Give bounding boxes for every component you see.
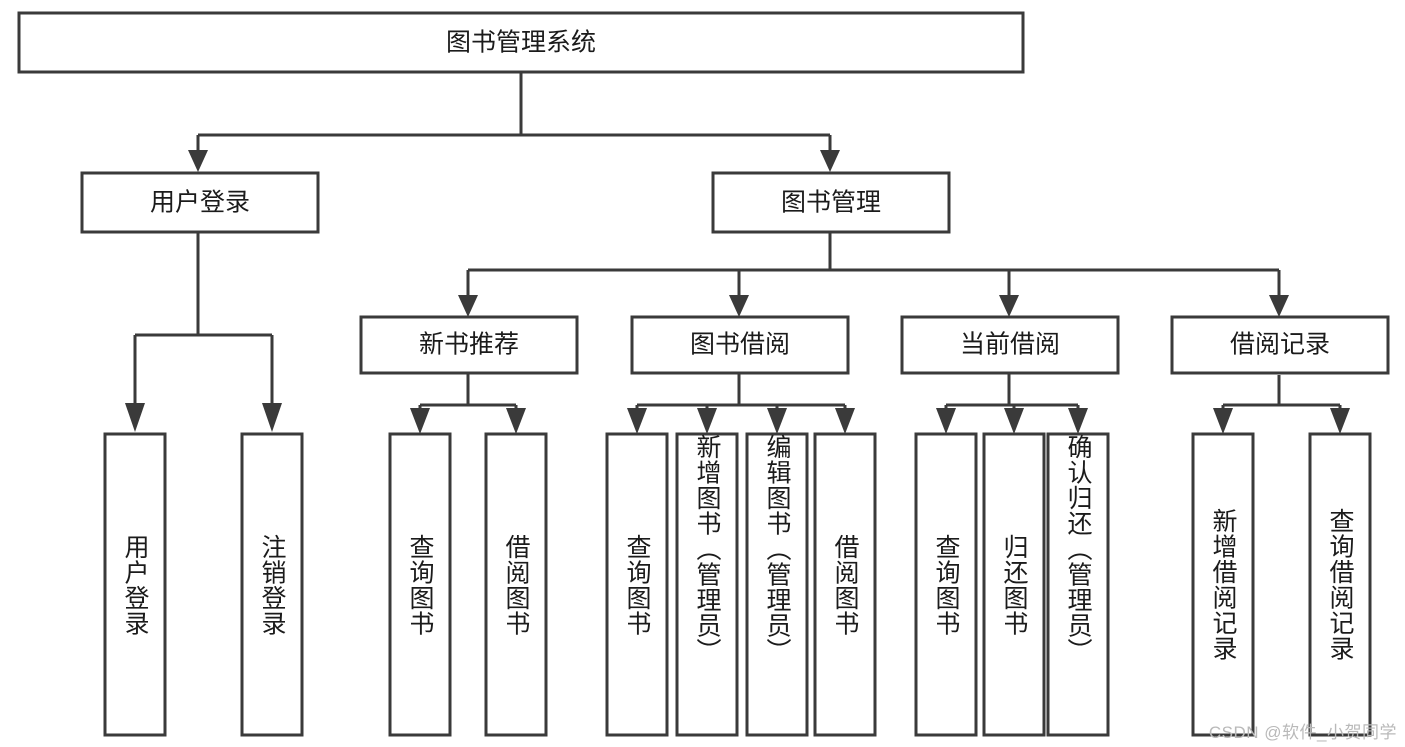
arrow-head-leaf-edit-book (767, 408, 787, 434)
node-root[interactable]: 图书管理系统 (17, 11, 1025, 74)
node-leaf-user-logout-box[interactable] (240, 432, 304, 737)
arrow-head-leaf-confirm-return (1068, 408, 1088, 434)
arrow-head-leaf-user-login (125, 403, 145, 432)
node-book-borrow-label: 图书借阅 (690, 331, 790, 359)
arrow-head-leaf-query-record (1330, 408, 1350, 434)
node-book-borrow[interactable]: 图书借阅 (630, 315, 850, 375)
leaf-box-layer (103, 432, 1372, 737)
arrow-head-new-book-recommend (458, 295, 478, 317)
node-user-login-label: 用户登录 (150, 189, 250, 217)
arrow-head-leaf-borrow-book-1 (506, 408, 526, 434)
arrow-head-leaf-user-logout (262, 403, 282, 432)
arrow-head-bookmanage (820, 150, 840, 172)
arrow-head-leaf-return-book (1004, 408, 1024, 434)
node-current-borrow[interactable]: 当前借阅 (900, 315, 1120, 375)
node-user-login[interactable]: 用户登录 (80, 171, 320, 234)
csdn-watermark: CSDN @软件_小贺同学 (1208, 723, 1397, 742)
node-book-manage-label: 图书管理 (781, 189, 881, 217)
node-leaf-return-book-box[interactable] (982, 432, 1046, 737)
node-new-book-recommend-box[interactable] (359, 315, 579, 375)
node-new-book-recommend[interactable]: 新书推荐 (359, 315, 579, 375)
node-root-label: 图书管理系统 (446, 29, 596, 57)
arrow-head-leaf-query-book-3 (936, 408, 956, 434)
node-current-borrow-box[interactable] (900, 315, 1120, 375)
node-leaf-edit-book-box[interactable] (745, 432, 809, 737)
node-user-login-box[interactable] (80, 171, 320, 234)
arrow-head-book-borrow (729, 295, 749, 317)
node-new-book-recommend-label: 新书推荐 (419, 331, 519, 359)
node-current-borrow-label: 当前借阅 (960, 331, 1060, 359)
node-leaf-add-record-box[interactable] (1191, 432, 1255, 737)
arrow-head-leaf-borrow-book-2 (835, 408, 855, 434)
node-root-box[interactable] (17, 11, 1025, 74)
node-borrow-record-label: 借阅记录 (1230, 331, 1330, 359)
connector-layer (125, 72, 1350, 434)
node-book-manage-box[interactable] (711, 171, 951, 234)
node-leaf-add-book-box[interactable] (675, 432, 739, 737)
node-book-manage[interactable]: 图书管理 (711, 171, 951, 234)
arrow-head-leaf-query-book-2 (627, 408, 647, 434)
arrow-head-leaf-query-book-1 (410, 408, 430, 434)
node-leaf-borrow-book-2-box[interactable] (813, 432, 877, 737)
node-leaf-query-book-1-box[interactable] (388, 432, 452, 737)
arrow-head-leaf-add-record (1213, 408, 1233, 434)
arrow-head-leaf-add-book (697, 408, 717, 434)
node-leaf-query-record-box[interactable] (1308, 432, 1372, 737)
arrow-head-borrow-record (1269, 295, 1289, 317)
node-leaf-query-book-2-box[interactable] (605, 432, 669, 737)
node-leaf-confirm-return-box[interactable] (1046, 432, 1110, 737)
node-book-borrow-box[interactable] (630, 315, 850, 375)
node-borrow-record[interactable]: 借阅记录 (1170, 315, 1390, 375)
node-leaf-borrow-book-1-box[interactable] (484, 432, 548, 737)
node-borrow-record-box[interactable] (1170, 315, 1390, 375)
arrow-head-userlogin (188, 150, 208, 172)
node-leaf-query-book-3-box[interactable] (914, 432, 978, 737)
node-leaf-user-login-box[interactable] (103, 432, 167, 737)
arrow-head-current-borrow (999, 295, 1019, 317)
